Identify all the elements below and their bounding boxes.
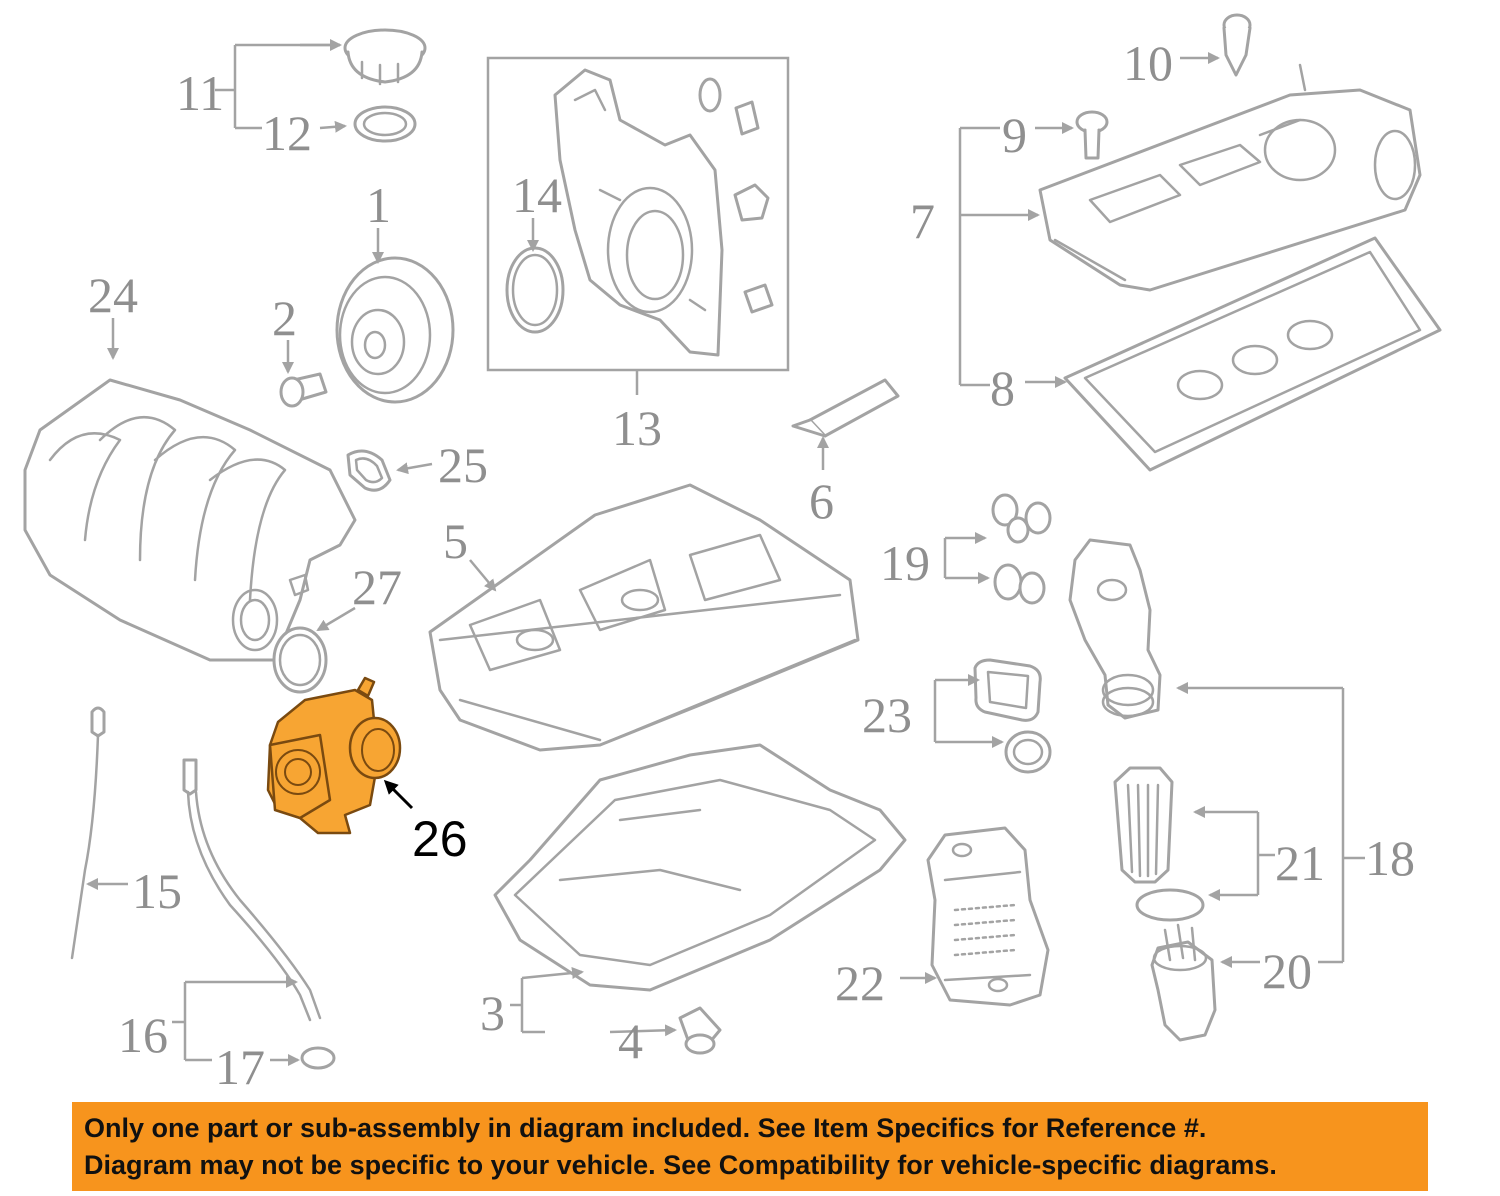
label-2: 2	[272, 290, 297, 346]
label-22: 22	[835, 955, 885, 1011]
label-1: 1	[366, 177, 391, 233]
breather-plug	[1222, 13, 1252, 77]
dowel	[743, 283, 774, 314]
label-15: 15	[132, 863, 182, 919]
label-11: 11	[176, 65, 224, 121]
timing-cover	[553, 68, 724, 357]
label-17: 17	[215, 1039, 265, 1095]
oil-filler-cap	[343, 28, 427, 86]
label-13: 13	[612, 400, 662, 456]
label-9: 9	[1002, 107, 1027, 163]
oil-filter-element	[1113, 766, 1174, 884]
lower-crankcase	[428, 483, 860, 752]
seal-ring	[1004, 730, 1052, 774]
intake-manifold	[23, 378, 357, 662]
valve-cover	[1038, 63, 1422, 292]
housing-gasket	[973, 658, 1042, 722]
oil-cooler	[926, 826, 1050, 1007]
sensor	[733, 183, 770, 222]
label-14: 14	[512, 167, 562, 223]
small-seal	[698, 77, 722, 113]
oil-filter-housing	[1068, 538, 1162, 720]
disclaimer-line-1: Only one part or sub-assembly in diagram…	[84, 1113, 1207, 1143]
label-8: 8	[990, 360, 1015, 416]
disclaimer-banner: Only one part or sub-assembly in diagram…	[72, 1102, 1428, 1191]
label-4: 4	[618, 1013, 643, 1069]
o-ring-set	[991, 493, 1052, 605]
label-6: 6	[809, 473, 834, 529]
filter-cap	[1150, 923, 1217, 1042]
label-23: 23	[862, 687, 912, 743]
label-25: 25	[438, 437, 488, 493]
throttle-body-highlighted	[266, 676, 402, 835]
sealant-tube	[791, 378, 900, 438]
oil-dipstick	[70, 706, 106, 960]
dipstick-tube-seal	[300, 1046, 336, 1070]
crankshaft-pulley	[335, 256, 455, 404]
label-5: 5	[443, 513, 468, 569]
filler-cap-seal	[353, 105, 417, 143]
label-7: 7	[910, 193, 935, 249]
oil-pan	[493, 743, 907, 992]
timing-cover-seal-ring	[505, 246, 565, 334]
label-20: 20	[1262, 943, 1312, 999]
pulley-bolt	[279, 372, 328, 408]
label-3: 3	[480, 985, 505, 1041]
label-24: 24	[88, 267, 138, 323]
drain-plug	[678, 1006, 722, 1055]
label-21: 21	[1275, 835, 1325, 891]
manifold-gasket	[346, 449, 392, 492]
label-26: 26	[412, 811, 468, 867]
label-19: 19	[880, 535, 930, 591]
small-plug	[734, 100, 760, 136]
label-18: 18	[1365, 830, 1415, 886]
filter-cap-seal	[1135, 888, 1205, 922]
label-12: 12	[262, 105, 312, 161]
throttle-body-seal	[272, 626, 328, 694]
label-27: 27	[352, 559, 402, 615]
valve-cover-bolt	[1075, 110, 1109, 160]
label-16: 16	[118, 1007, 168, 1063]
disclaimer-line-2: Diagram may not be specific to your vehi…	[84, 1150, 1277, 1180]
label-10: 10	[1123, 35, 1173, 91]
valve-cover-gasket	[1063, 236, 1442, 472]
